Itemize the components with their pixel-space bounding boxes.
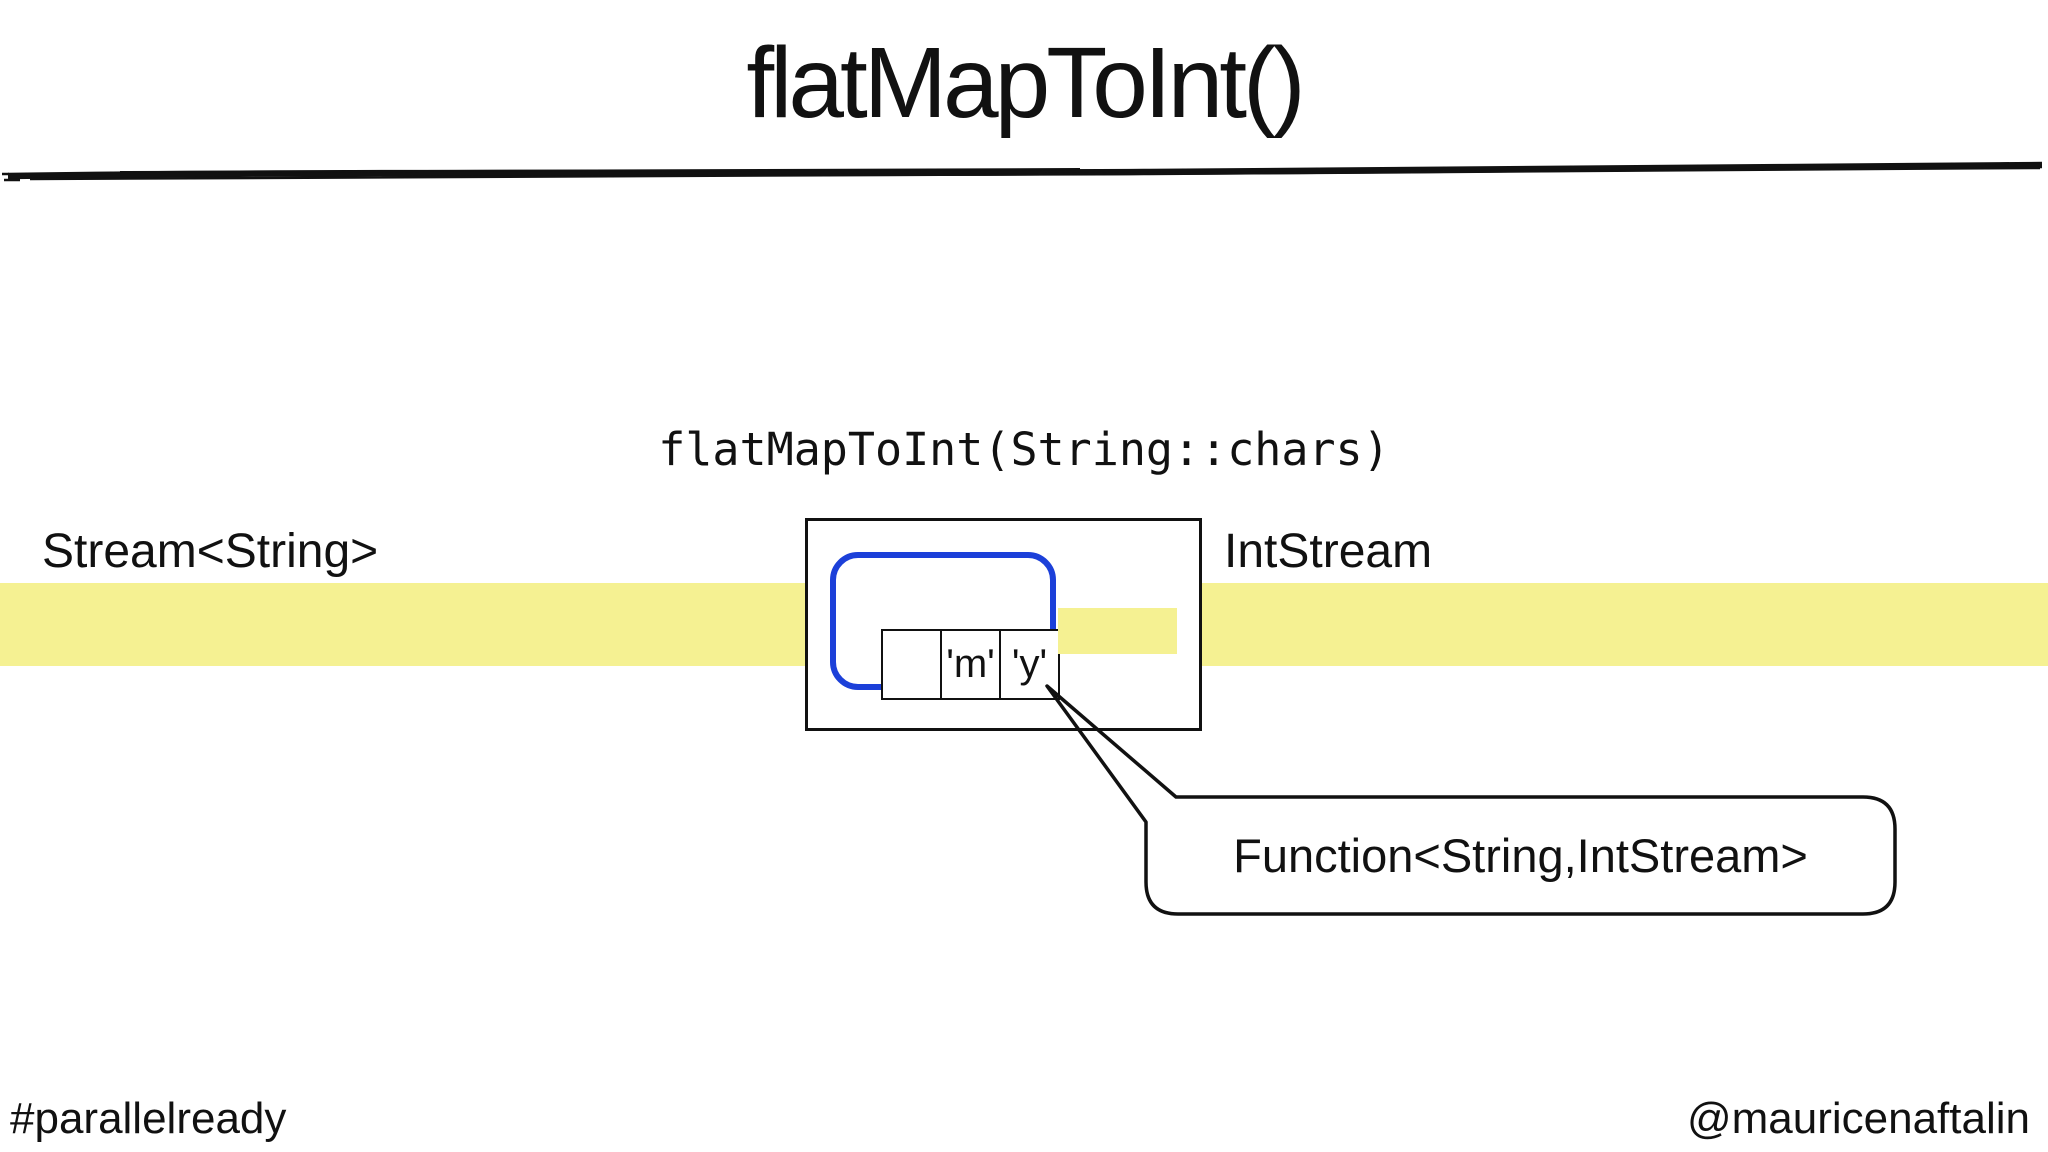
output-stream-segment (1058, 608, 1177, 654)
footer-hashtag: #parallelready (10, 1094, 287, 1143)
stream-cell (881, 629, 942, 700)
stream-cell: 'm' (940, 629, 1001, 700)
slide-title: flatMapToInt() (746, 27, 1305, 139)
element-cells: 'm' 'y' (881, 629, 1060, 700)
input-stream-label: Stream<String> (42, 525, 379, 578)
output-stream-label: IntStream (1224, 525, 1433, 578)
stage-box: 'm' 'y' (805, 518, 1202, 731)
stream-cell: 'y' (999, 629, 1060, 700)
callout-label: Function<String,IntStream> (1233, 829, 1808, 882)
function-box: 'm' 'y' (830, 552, 1060, 700)
operation-label: flatMapToInt(String::chars) (658, 423, 1390, 476)
hand-drawn-divider-line (2, 161, 2043, 182)
footer-handle: @mauricenaftalin (1686, 1094, 2030, 1143)
